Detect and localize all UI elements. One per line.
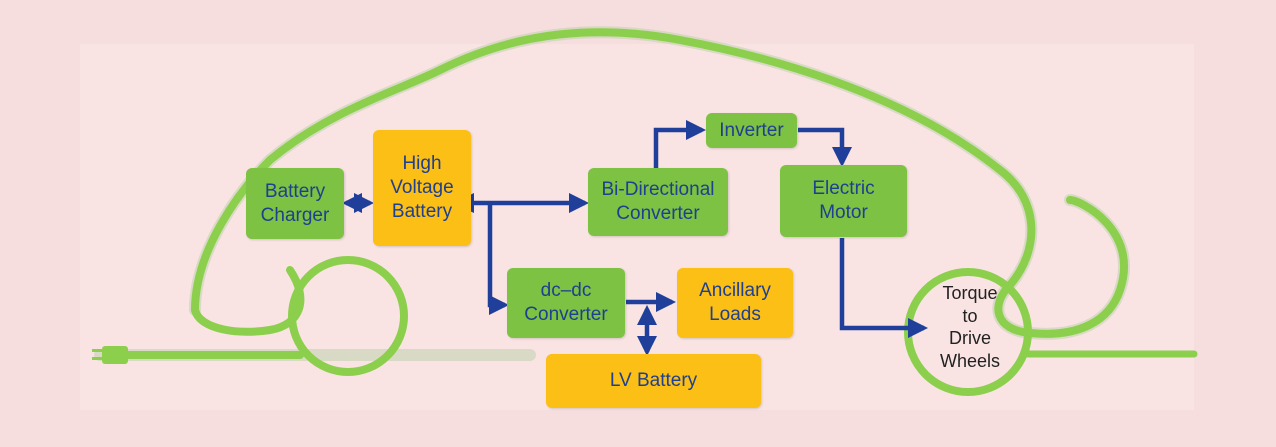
ancillary-loads-block: Ancillary Loads bbox=[677, 268, 793, 338]
bidirectional-converter-block: Bi-Directional Converter bbox=[588, 168, 728, 236]
car-front-line bbox=[191, 266, 305, 336]
dcdc-converter-block: dc–dc Converter bbox=[507, 268, 625, 338]
inverter-block: Inverter bbox=[706, 113, 797, 148]
front-wheel bbox=[288, 256, 408, 376]
arrow-battery-dcdc bbox=[487, 203, 510, 316]
electric-motor-block: Electric Motor bbox=[780, 165, 907, 237]
high-voltage-battery-block: High Voltage Battery bbox=[373, 130, 471, 246]
car-roof-line bbox=[191, 28, 1128, 338]
charging-plug-icon bbox=[92, 346, 128, 364]
arrow-bidirectional-inverter bbox=[653, 119, 707, 170]
battery-charger-block: Battery Charger bbox=[246, 168, 344, 239]
torque-to-drive-wheels-label: Torque to Drive Wheels bbox=[939, 283, 1001, 371]
arrow-inverter-motor bbox=[798, 127, 853, 168]
arrow-motor-torque bbox=[839, 238, 929, 339]
lv-battery-block: LV Battery bbox=[546, 354, 761, 408]
